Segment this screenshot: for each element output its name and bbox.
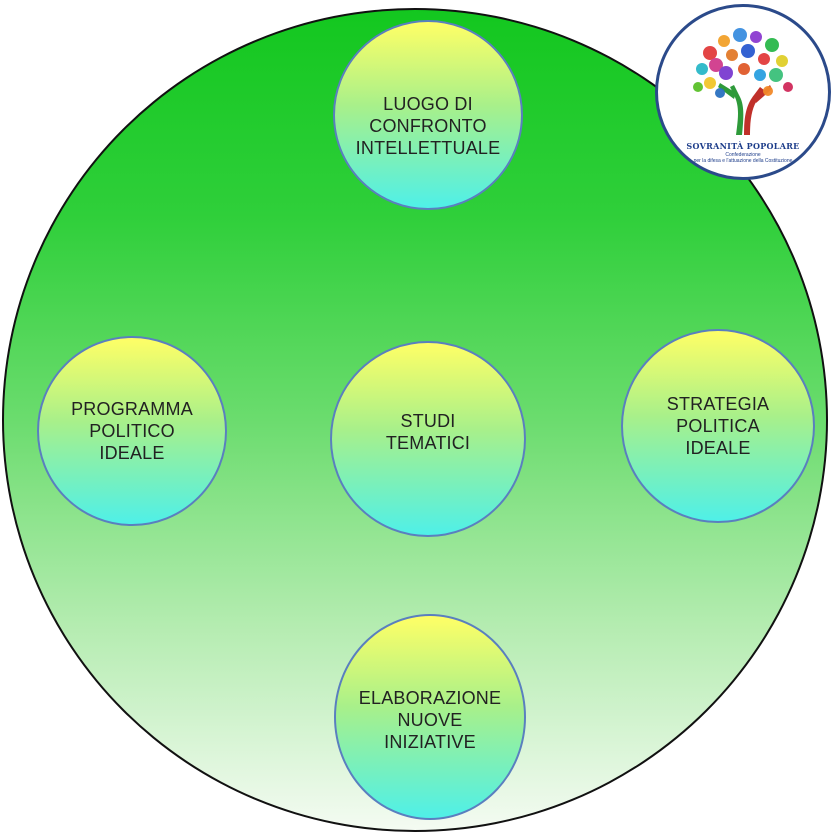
tree-hands-icon (693, 28, 793, 135)
logo-title: SOVRANITÀ POPOLARE (686, 141, 800, 151)
node-label-left: PROGRAMMA POLITICO IDEALE (71, 399, 193, 463)
node-label-right: STRATEGIA POLITICA IDEALE (666, 394, 770, 458)
node-programma-politico: PROGRAMMA POLITICO IDEALE (37, 336, 227, 526)
node-studi-tematici: STUDI TEMATICI (330, 341, 526, 537)
node-strategia-politica: STRATEGIA POLITICA IDEALE (621, 329, 815, 523)
node-label-bottom: ELABORAZIONE NUOVE INIZIATIVE (358, 688, 502, 752)
node-luogo-di-confronto: LUOGO DI CONFRONTO INTELLETTUALE (333, 20, 523, 210)
logo-subtitle: Confederazione per la difesa e l'attuazi… (693, 152, 793, 164)
node-label-center: STUDI TEMATICI (385, 411, 471, 453)
node-label-top: LUOGO DI CONFRONTO INTELLETTUALE (355, 94, 501, 158)
node-elaborazione: ELABORAZIONE NUOVE INIZIATIVE (334, 614, 526, 820)
sovranita-popolare-logo: SOVRANITÀ POPOLARE Confederazione per la… (655, 4, 831, 180)
